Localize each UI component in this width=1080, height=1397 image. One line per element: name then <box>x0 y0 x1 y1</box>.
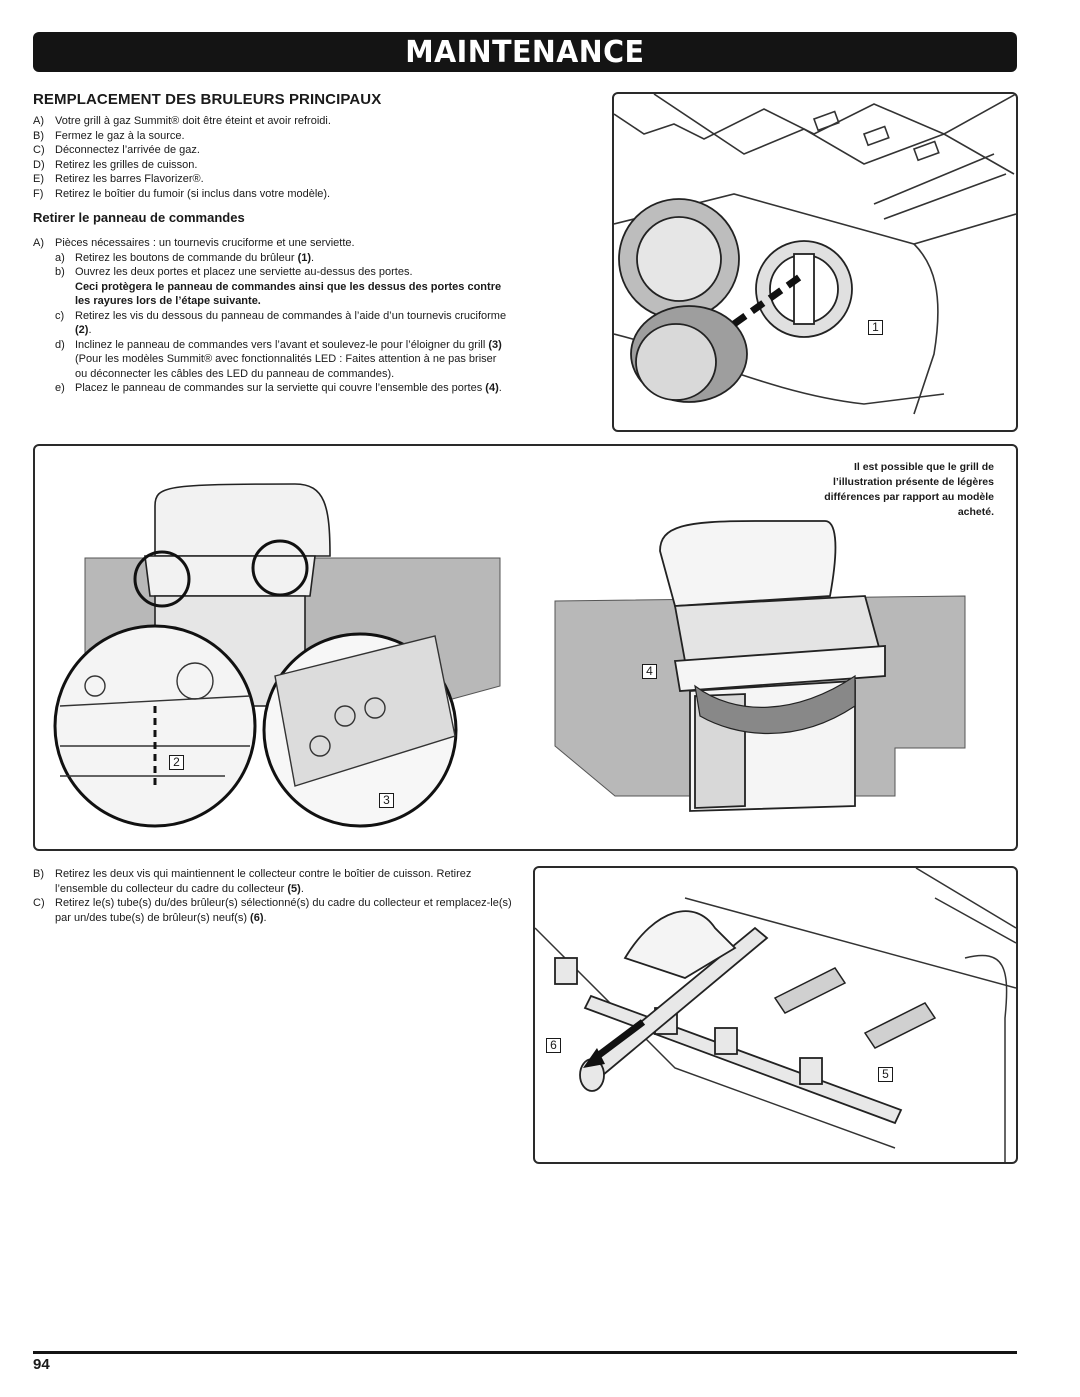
step-text-end: . <box>88 324 92 336</box>
step-text: Retirez les barres Flavorizer®. <box>55 173 204 185</box>
step-letter: d) <box>55 338 65 351</box>
step-letter: b) <box>55 266 65 278</box>
intro-steps-list: A) Votre grill à gaz Summit® doit être ét… <box>33 114 593 201</box>
list-item: C) Retirez le(s) tube(s) du/des brûleur(s… <box>33 896 513 925</box>
list-item: Ceci protègera le panneau de commandes a… <box>33 280 508 309</box>
panel-removal-illustration <box>53 483 966 828</box>
step-text: Retirez les grilles de cuisson. <box>55 158 198 171</box>
step-text: Ouvrez les deux portes et placez une ser… <box>75 266 413 278</box>
list-item: F) Retirez le boîtier du fumoir (si inclu… <box>33 187 593 202</box>
step-text: Fermez le gaz à la source. <box>55 129 185 142</box>
callout-6: 6 <box>546 1038 561 1053</box>
step-letter: e) <box>55 382 65 394</box>
list-item: B) Retirez les deux vis qui maintiennent … <box>33 867 513 896</box>
step-letter: c) <box>55 309 65 322</box>
step-text: Pièces nécessaires : un tournevis crucif… <box>55 237 355 249</box>
step-letter: A) <box>33 237 44 249</box>
step-text: Retirez les boutons de commande du brûle… <box>75 251 298 264</box>
page-number: 94 <box>33 1356 50 1373</box>
burner-removal-illustration <box>535 868 1016 1162</box>
lower-steps-list: B) Retirez les deux vis qui maintiennent … <box>33 867 513 925</box>
list-item: e) Placez le panneau de commandes sur la … <box>33 381 508 396</box>
step-letter: a) <box>55 251 65 264</box>
callout-1: 1 <box>868 320 883 335</box>
callout-3: 3 <box>379 793 394 808</box>
figure-burner-removal: 6 5 <box>533 866 1018 1164</box>
list-item: A) Votre grill à gaz Summit® doit être ét… <box>33 114 593 129</box>
list-item: d) Inclinez le panneau de commandes vers … <box>33 338 508 382</box>
step-ref: (2) <box>75 324 89 336</box>
callout-2: 2 <box>169 755 184 770</box>
step-text: Retirez les deux vis qui maintiennent le… <box>55 868 472 895</box>
section-title: REMPLACEMENT DES BRULEURS PRINCIPAUX <box>33 91 382 108</box>
step-text: Votre grill à gaz Summit® doit être étei… <box>55 115 331 127</box>
footer-divider <box>33 1351 1017 1354</box>
step-ref: (1) <box>297 251 312 264</box>
warning-text: Ceci protègera le panneau de commandes a… <box>75 280 502 308</box>
panel-steps-list: A) Pièces nécessaires : un tournevis cruc… <box>33 236 508 396</box>
list-item: E) Retirez les barres Flavorizer®. <box>33 172 593 187</box>
step-text-end: . <box>311 251 315 264</box>
step-text: Retirez le(s) tube(s) du/des brûleur(s) … <box>55 897 512 924</box>
step-letter: C) <box>33 897 45 909</box>
figure-note: Il est possible que le grill de l’illust… <box>824 461 994 518</box>
step-letter: A) <box>33 115 44 127</box>
subsection-heading: Retirer le panneau de commandes <box>33 210 245 225</box>
list-item: C) Déconnectez l’arrivée de gaz. <box>33 143 593 158</box>
step-letter: D) <box>33 158 45 171</box>
page-title: MAINTENANCE <box>405 34 645 70</box>
step-ref: (4) <box>485 382 499 394</box>
list-item: b) Ouvrez les deux portes et placez une s… <box>33 265 508 280</box>
step-text: Placez le panneau de commandes sur la se… <box>75 382 486 394</box>
list-item: B) Fermez le gaz à la source. <box>33 129 593 144</box>
step-text: Retirez les vis du dessous du panneau de… <box>75 309 507 322</box>
callout-5: 5 <box>878 1067 893 1082</box>
figure-panel-removal: Il est possible que le grill de l’illust… <box>33 444 1018 851</box>
step-text: Inclinez le panneau de commandes vers l’… <box>75 338 489 351</box>
step-text-end: . <box>300 882 304 895</box>
step-text: Déconnectez l’arrivée de gaz. <box>55 144 200 156</box>
knob-removal-illustration <box>614 94 1016 415</box>
callout-4: 4 <box>642 664 657 679</box>
step-letter: F) <box>33 187 44 200</box>
step-letter: B) <box>33 868 44 880</box>
header-banner: MAINTENANCE <box>33 32 1017 72</box>
list-item: a) Retirez les boutons de commande du brû… <box>33 251 508 266</box>
figure-knob-removal: 1 <box>612 92 1018 432</box>
step-letter: C) <box>33 144 45 156</box>
step-ref: (6) <box>250 911 264 924</box>
list-item: A) Pièces nécessaires : un tournevis cruc… <box>33 236 508 251</box>
step-text-end: . <box>498 382 502 394</box>
step-text-cont: (Pour les modèles Summit® avec fonctionn… <box>75 353 497 380</box>
step-ref: (3) <box>488 338 502 351</box>
step-text-end: . <box>263 911 267 924</box>
list-item: c) Retirez les vis du dessous du panneau … <box>33 309 508 338</box>
step-letter: B) <box>33 129 44 142</box>
step-text: Retirez le boîtier du fumoir (si inclus … <box>55 187 331 200</box>
list-item: D) Retirez les grilles de cuisson. <box>33 158 593 173</box>
step-ref: (5) <box>287 882 301 895</box>
step-letter: E) <box>33 173 44 185</box>
